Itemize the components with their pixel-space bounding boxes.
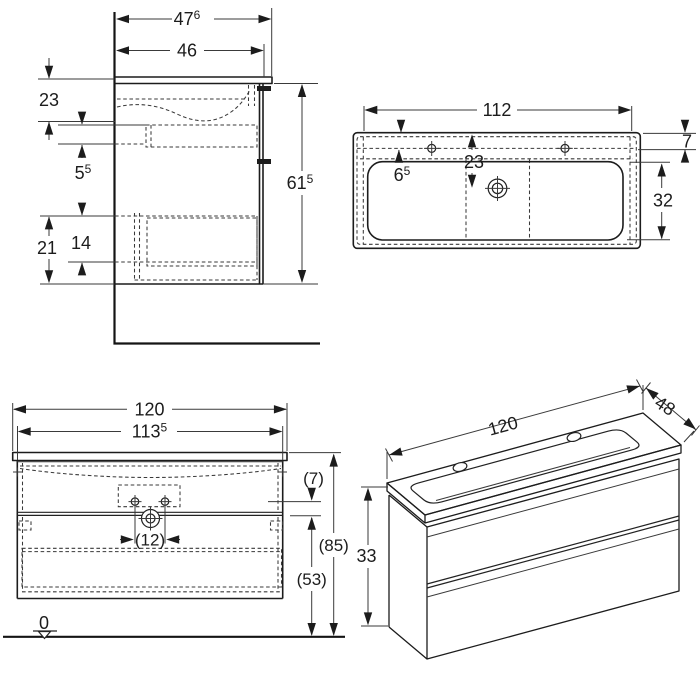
runner-right-hidden [269,520,284,531]
dim-back-edge: 7 [680,119,692,163]
dim-label-basin-width: 120 [134,400,164,420]
dim-bowl-depth: 32 [653,163,673,240]
dim-total-height: 615 [283,84,323,283]
drain-pipe-hidden [247,85,256,106]
dim-label-mount-height: (85) [319,536,349,555]
dim-gap: 55 [75,111,92,183]
dim-tap-offset: 65 [394,119,411,185]
dim-label-cabinet-width: 1135 [132,421,168,442]
drawer1-hidden-box [145,124,258,148]
extension-lines [12,403,341,517]
datum-zero: 0 [33,613,57,640]
basin-bottom-curve [19,467,282,479]
dim-label-top-height: 23 [39,90,59,110]
dim-label-bottom-zone: 21 [37,238,57,258]
drawer2-hidden-lines [115,213,258,281]
tap-hole-right-icon [557,141,573,156]
dim-basin-width: 120 [13,400,287,420]
dim-label-drain-offset: 23 [464,152,484,172]
drawer2-box-hidden [21,547,283,588]
hidden-edges [357,137,636,244]
dim-bottom-zone: 21 [37,216,57,284]
dim-clearance: (53) [297,516,327,636]
wall-anchor-icons [13,467,287,477]
dim-top-height: 23 [39,58,59,140]
runner-left-hidden [18,520,32,531]
datum-zero-label: 0 [39,613,49,633]
dim-depth: 48 [643,384,699,433]
dim-label-overall-depth: 476 [174,8,201,29]
wall-and-floor-line [113,12,320,345]
cabinet-front-face [426,458,680,660]
bowl-inner-edge [435,447,631,501]
tap-hole-right-icon [566,431,582,443]
cabinet-profile [114,83,264,285]
side-view: 476 46 615 23 55 [37,8,323,345]
dim-width: 112 [364,100,632,120]
extension-lines [38,8,318,285]
dim-label-drawer-inner: 14 [71,233,91,253]
dim-label-bowl-depth: 32 [653,191,673,211]
dim-label-width: 112 [483,100,512,120]
dim-label-clearance: (53) [297,570,327,589]
dim-apron: (7) [303,469,324,501]
drain-connection-icon [138,506,163,531]
dim-label-height: 33 [356,546,376,566]
drawer2-lines-hidden [22,551,282,593]
dim-cabinet-width: 1135 [17,421,283,442]
dim-mount-height: (85) [319,453,349,636]
washbasin-slab [11,451,288,462]
bowl-outline [366,160,624,241]
slab-edges [386,444,682,524]
wall-bracket-bottom [257,159,271,164]
cabinet-hidden-outline [356,136,637,245]
drawer-division [426,515,680,589]
extension-lines [363,106,696,241]
wall-bracket-top [257,86,271,91]
siphon-cutout-hidden [117,484,181,508]
dim-label-gap: 55 [75,162,92,183]
slab-top-surface [386,412,682,516]
hidden-basin-and-drawers [115,85,258,281]
tap-hole-left-icon [424,141,440,156]
dim-label-tap-offset: 65 [394,164,411,185]
cabinet-left-face [388,494,428,660]
washbasin-slab-profile [114,76,273,85]
dim-drain-offset: 23 [464,134,484,188]
dim-label-supply-spacing: (12) [135,531,165,550]
dim-label-apron: (7) [303,469,324,488]
dim-basin-depth: 46 [116,41,264,61]
tap-hole-left-icon [452,461,468,473]
hidden-details [18,463,284,593]
dim-overall-depth: 476 [116,8,272,29]
dim-supply-spacing: (12) [120,531,180,550]
perspective-view: 120 48 33 [356,379,700,660]
dim-height: 33 [356,487,377,626]
plan-view: 112 7 65 23 32 [352,100,696,250]
dim-label-width: 120 [486,412,520,439]
drawer-grip-grooves [426,468,680,598]
front-view: 0 120 1135 (7) [3,400,349,640]
supply-connection-icons [128,495,172,544]
drawer2-hidden-box [146,217,258,267]
washbasin-outline [352,131,642,250]
dim-label-back-edge: 7 [682,132,692,152]
datum-triangle-icon [37,630,52,640]
dim-label-total-height: 615 [287,172,314,193]
dim-drawer-inner: 14 [71,202,91,276]
basin-bowl-curve [116,89,251,122]
dim-label-basin-depth: 46 [177,41,197,61]
bowl-outline [410,429,640,504]
drain-icon [485,176,510,201]
drawer1-hidden-detail [115,125,152,147]
